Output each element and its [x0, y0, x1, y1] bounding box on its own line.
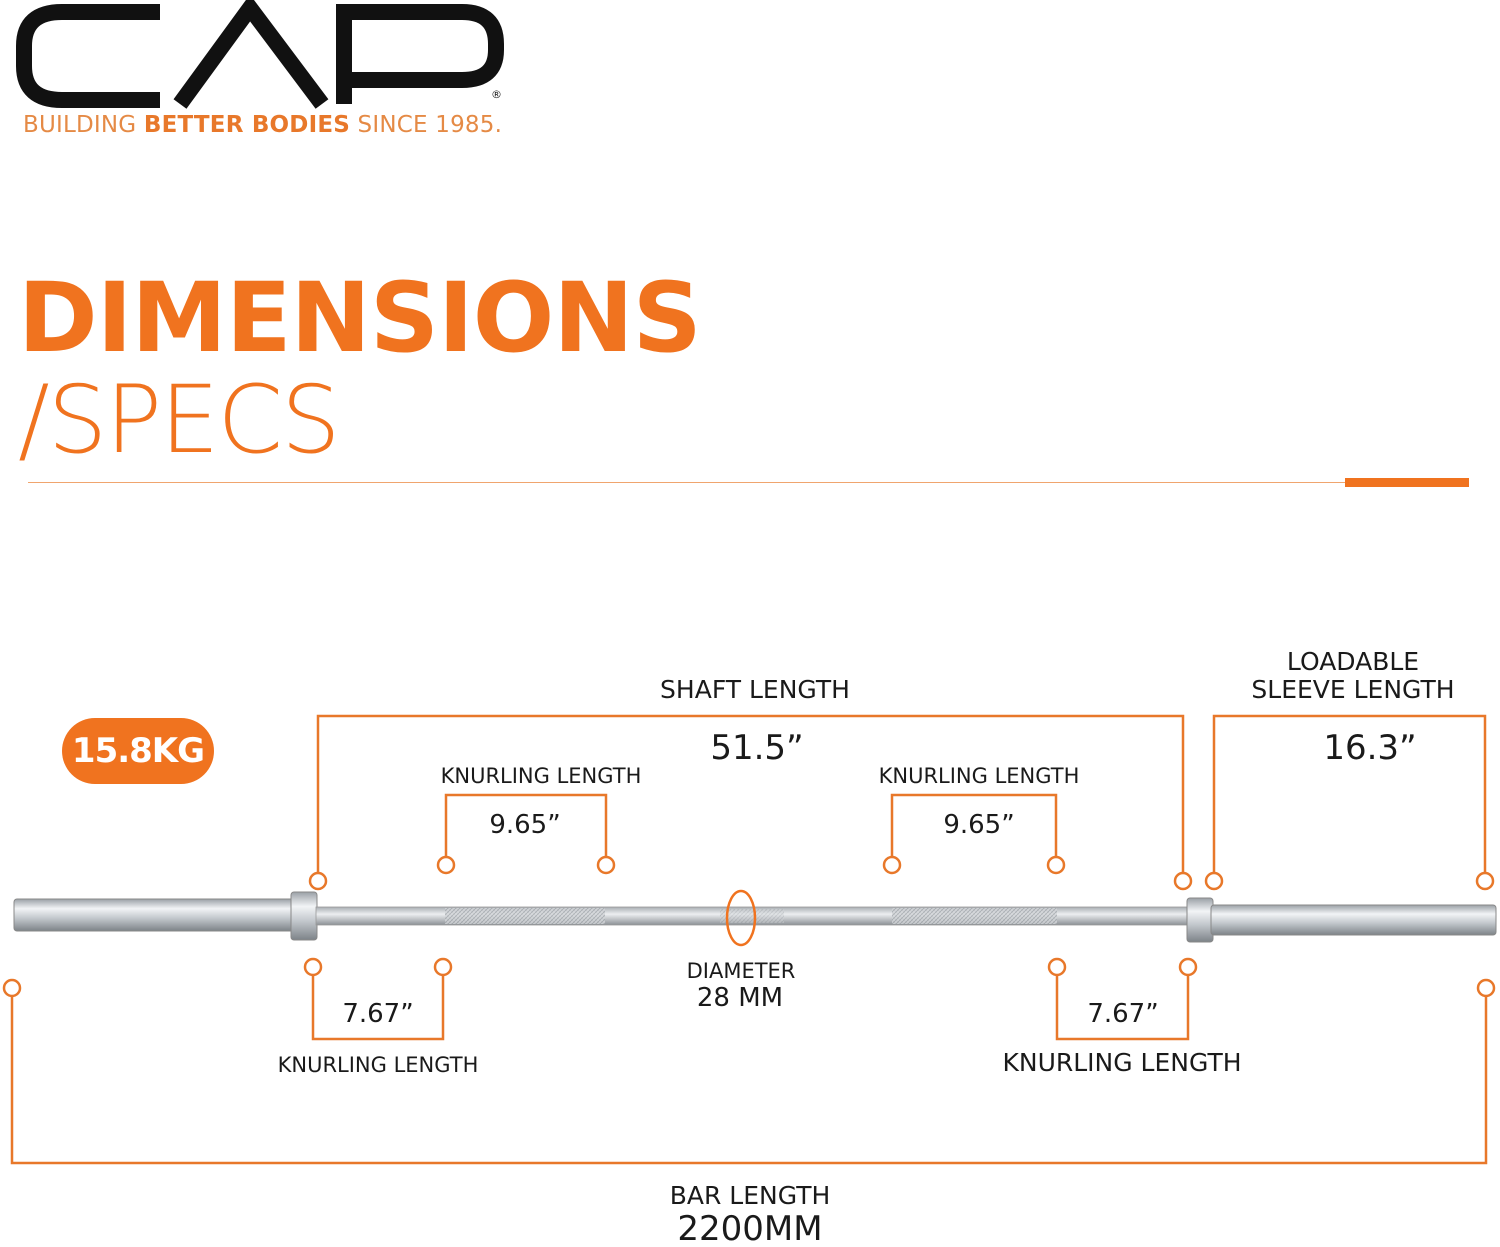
marker-dot	[596, 855, 616, 875]
sleeve-length-label-line2: SLEEVE LENGTH	[1251, 675, 1455, 704]
bar-length-bracket	[10, 996, 1488, 1165]
center-knurl	[720, 909, 784, 923]
knurl-right	[892, 908, 1057, 924]
bar-length-label: BAR LENGTH	[669, 1181, 831, 1210]
marker-dot	[1047, 957, 1067, 977]
diameter-label: DIAMETER	[686, 959, 796, 983]
marker-dot	[1178, 957, 1198, 977]
knurl-bottom-right-value: 7.67”	[1087, 999, 1159, 1029]
brand-tagline: BUILDING BETTER BODIES SINCE 1985.	[23, 112, 503, 138]
knurl-bottom-left-value: 7.67”	[342, 999, 414, 1029]
knurl-left	[445, 908, 605, 924]
diameter-ring	[725, 889, 757, 947]
registered-mark: ®	[491, 88, 502, 101]
marker-dot	[433, 957, 453, 977]
right-sleeve	[1210, 904, 1497, 936]
marker-dot	[436, 855, 456, 875]
marker-dot	[1475, 871, 1495, 891]
shaft	[315, 906, 1189, 926]
marker-dot	[1046, 855, 1066, 875]
barbell	[13, 889, 1497, 947]
shaft-length-value: 51.5”	[710, 728, 804, 768]
diameter-value: 28 MM	[696, 983, 784, 1013]
left-sleeve	[13, 898, 295, 932]
bar-length-value: 2200MM	[677, 1209, 823, 1247]
knurl-bottom-left-label: KNURLING LENGTH	[277, 1053, 479, 1077]
sleeve-length-label-line1: LOADABLE	[1286, 647, 1420, 676]
knurl-top-right-label: KNURLING LENGTH	[878, 764, 1080, 788]
knurl-top-left-label: KNURLING LENGTH	[440, 764, 642, 788]
knurl-top-left-value: 9.65”	[489, 810, 561, 840]
shaft-length-label: SHAFT LENGTH	[660, 675, 850, 704]
marker-dot	[882, 855, 902, 875]
marker-dot	[2, 978, 22, 998]
knurl-top-right-value: 9.65”	[943, 810, 1015, 840]
knurl-bottom-right-label: KNURLING LENGTH	[1002, 1048, 1242, 1077]
marker-dot	[1204, 871, 1224, 891]
sleeve-length-value: 16.3”	[1323, 728, 1417, 768]
page-subtitle: /SPECS	[18, 366, 341, 475]
section-divider	[28, 482, 1348, 483]
divider-accent	[1345, 478, 1469, 487]
weight-badge: 15.8KG	[62, 718, 214, 784]
left-collar	[290, 891, 318, 941]
marker-dot	[1476, 978, 1496, 998]
marker-dot	[308, 871, 328, 891]
marker-dot	[1173, 871, 1193, 891]
right-collar	[1186, 897, 1214, 943]
page-title: DIMENSIONS	[18, 262, 702, 374]
marker-dot	[303, 957, 323, 977]
cap-logo	[15, 0, 504, 109]
